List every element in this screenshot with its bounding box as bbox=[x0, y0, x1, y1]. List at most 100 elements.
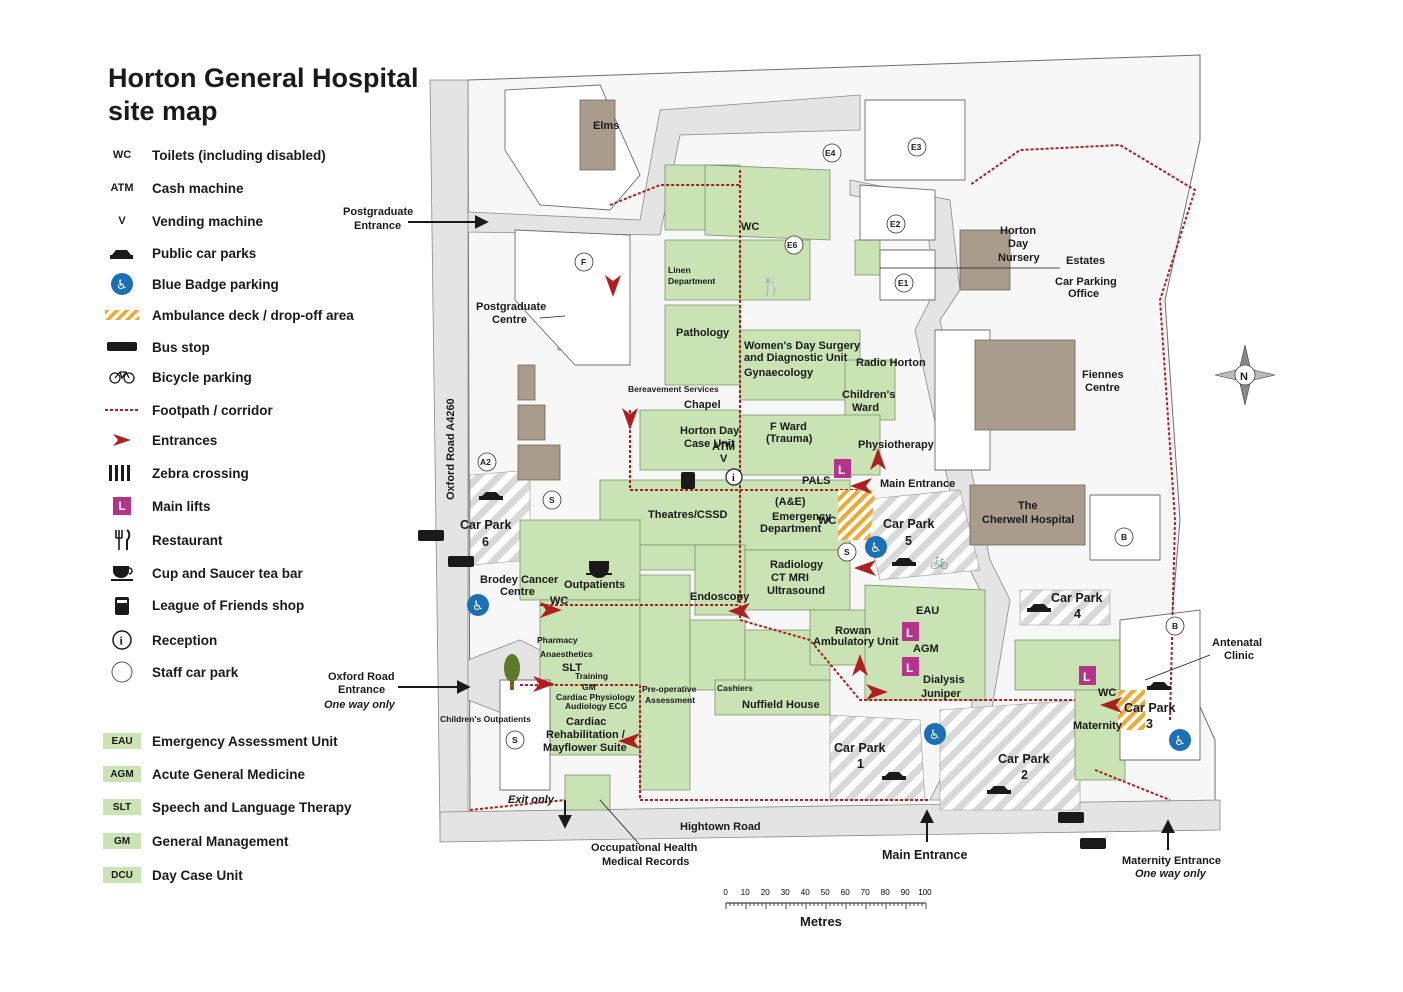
label-pathology: Pathology bbox=[676, 327, 730, 339]
scale-tick-label: 60 bbox=[841, 888, 850, 897]
svg-text:Car Park: Car Park bbox=[460, 518, 511, 532]
staff-park-label: A2 bbox=[480, 457, 491, 467]
label-elms: Elms bbox=[593, 120, 619, 132]
label-v: V bbox=[720, 453, 728, 465]
legend-item-ambulance: Ambulance deck / drop-off area bbox=[100, 303, 354, 327]
staff-park-label: E2 bbox=[890, 219, 901, 229]
label-anaesthetics: Anaesthetics bbox=[540, 649, 593, 659]
hightown-road-label: Hightown Road bbox=[680, 821, 761, 833]
entrance-arrow-icon bbox=[850, 478, 872, 494]
label-nursery-1: Horton bbox=[1000, 225, 1036, 237]
svg-text:♿: ♿ bbox=[870, 541, 882, 556]
scale-tick-label: 90 bbox=[901, 888, 910, 897]
label-nursery-3: Nursery bbox=[998, 252, 1040, 264]
label-antenatal-1: Antenatal bbox=[1212, 637, 1262, 649]
staff-car-parks: E4 E3 E2 E1 E6 F A2 S S S B B bbox=[477, 137, 1185, 750]
atm-icon: ATM bbox=[110, 182, 134, 194]
footpath-icon bbox=[100, 407, 144, 413]
svg-text:4: 4 bbox=[1074, 607, 1081, 621]
bus-icons bbox=[418, 530, 1106, 849]
svg-text:♿: ♿ bbox=[116, 278, 128, 293]
label-radiology-2: CT MRI bbox=[771, 572, 809, 584]
scale-tick-label: 20 bbox=[761, 888, 770, 897]
cup-icon bbox=[100, 564, 144, 582]
label-preop-2: Assessment bbox=[645, 695, 695, 705]
green-buildings bbox=[519, 164, 1171, 811]
vending-icon: V bbox=[118, 215, 126, 227]
label-brodey-1: Brodey Cancer bbox=[480, 574, 559, 586]
label-radiology-1: Radiology bbox=[770, 559, 824, 571]
compass-icon: N bbox=[1214, 344, 1276, 406]
abbr-badge: DCU bbox=[103, 867, 141, 883]
label-horton-day-2: Case Unit bbox=[684, 438, 735, 450]
label-fward-1: F Ward bbox=[770, 421, 807, 433]
label-ae-2: Emergency bbox=[772, 511, 832, 523]
bicycle-icon bbox=[100, 370, 144, 384]
entrance-arrow-icon bbox=[622, 408, 638, 430]
legend-item-entrances: Entrances bbox=[100, 428, 217, 452]
scale-tick-label: 10 bbox=[741, 888, 750, 897]
scale-tick-label: 70 bbox=[861, 888, 870, 897]
legend-item-car-parks: Public car parks bbox=[100, 241, 256, 265]
label-gm: GM bbox=[582, 682, 596, 692]
label-linen-1: Linen bbox=[668, 265, 691, 275]
car-park-1-area bbox=[829, 714, 926, 801]
label-horton-day-1: Horton Day bbox=[680, 425, 740, 437]
oxford-entrance-1: Oxford Road bbox=[328, 671, 395, 683]
legend-item-vending: V Vending machine bbox=[100, 209, 263, 233]
bus-icon bbox=[100, 341, 144, 353]
entrance-arrow-icon bbox=[870, 448, 886, 470]
abbr-item-eau: EAU Emergency Assessment Unit bbox=[100, 729, 338, 753]
legend-item-shop: League of Friends shop bbox=[100, 593, 304, 617]
maternity-entrance-label: Maternity Entrance bbox=[1122, 855, 1221, 867]
label-endoscopy: Endoscopy bbox=[690, 591, 750, 603]
label-ae-1: (A&E) bbox=[775, 496, 806, 508]
legend-item-restaurant: Restaurant bbox=[100, 528, 223, 552]
svg-text:Car Park: Car Park bbox=[998, 752, 1049, 766]
abbr-item-slt: SLT Speech and Language Therapy bbox=[100, 795, 352, 819]
lift-icon bbox=[834, 459, 851, 478]
scale-tick-label: 80 bbox=[881, 888, 890, 897]
wheelchair-icon bbox=[924, 723, 946, 745]
label-cashiers: Cashiers bbox=[717, 683, 753, 693]
label-eau: EAU bbox=[916, 605, 939, 617]
label-bereavement: Bereavement Services bbox=[628, 384, 719, 394]
label-postgrad-centre-1: Postgraduate bbox=[476, 301, 546, 313]
wc-label: WC bbox=[550, 595, 568, 607]
legend-item-bicycle: Bicycle parking bbox=[100, 365, 252, 389]
lift-icons: L L L L bbox=[834, 459, 1096, 685]
svg-text:L: L bbox=[906, 626, 913, 640]
legend-item-staff-car-park: Staff car park bbox=[100, 660, 238, 684]
footpaths bbox=[469, 143, 1197, 811]
label-atm: ATM bbox=[712, 441, 735, 453]
svg-text:Car Park: Car Park bbox=[1051, 591, 1102, 605]
lift-icon: L bbox=[113, 497, 131, 515]
svg-text:3: 3 bbox=[1146, 717, 1153, 731]
legend-item-footpath: Footpath / corridor bbox=[100, 398, 273, 422]
wc-labels: WC WC WC WC bbox=[550, 221, 1116, 699]
car-park-2-area bbox=[939, 699, 1081, 811]
svg-text:Car Park: Car Park bbox=[883, 517, 934, 531]
legend-item-bus: Bus stop bbox=[100, 335, 210, 359]
label-maternity: Maternity bbox=[1073, 720, 1123, 732]
abbr-item-dcu: DCU Day Case Unit bbox=[100, 863, 243, 887]
abbr-item-agm: AGM Acute General Medicine bbox=[100, 762, 305, 786]
label-fward-2: (Trauma) bbox=[766, 433, 813, 445]
label-antenatal-2: Clinic bbox=[1224, 650, 1254, 662]
label-radiology-3: Ultrasound bbox=[767, 585, 825, 597]
label-womens-2: and Diagnostic Unit bbox=[744, 352, 848, 364]
svg-text:♿: ♿ bbox=[472, 599, 484, 614]
staff-park-label: E4 bbox=[825, 148, 836, 158]
svg-text:i: i bbox=[120, 634, 124, 648]
wheelchair-icon: ♿ bbox=[100, 272, 144, 296]
legend-item-cup: Cup and Saucer tea bar bbox=[100, 561, 303, 585]
oxford-entrance-2: Entrance bbox=[338, 684, 385, 696]
legend-item-reception: i Reception bbox=[100, 628, 217, 652]
legend-item-lifts: L Main lifts bbox=[100, 494, 211, 518]
bicycle-icon: 🚲 bbox=[930, 552, 949, 570]
scale-tick-label: 0 bbox=[723, 888, 728, 897]
lift-icon bbox=[902, 622, 919, 641]
label-cpo-1: Car Parking bbox=[1055, 276, 1117, 288]
label-cardiac-rehab-1: Cardiac bbox=[566, 716, 606, 728]
